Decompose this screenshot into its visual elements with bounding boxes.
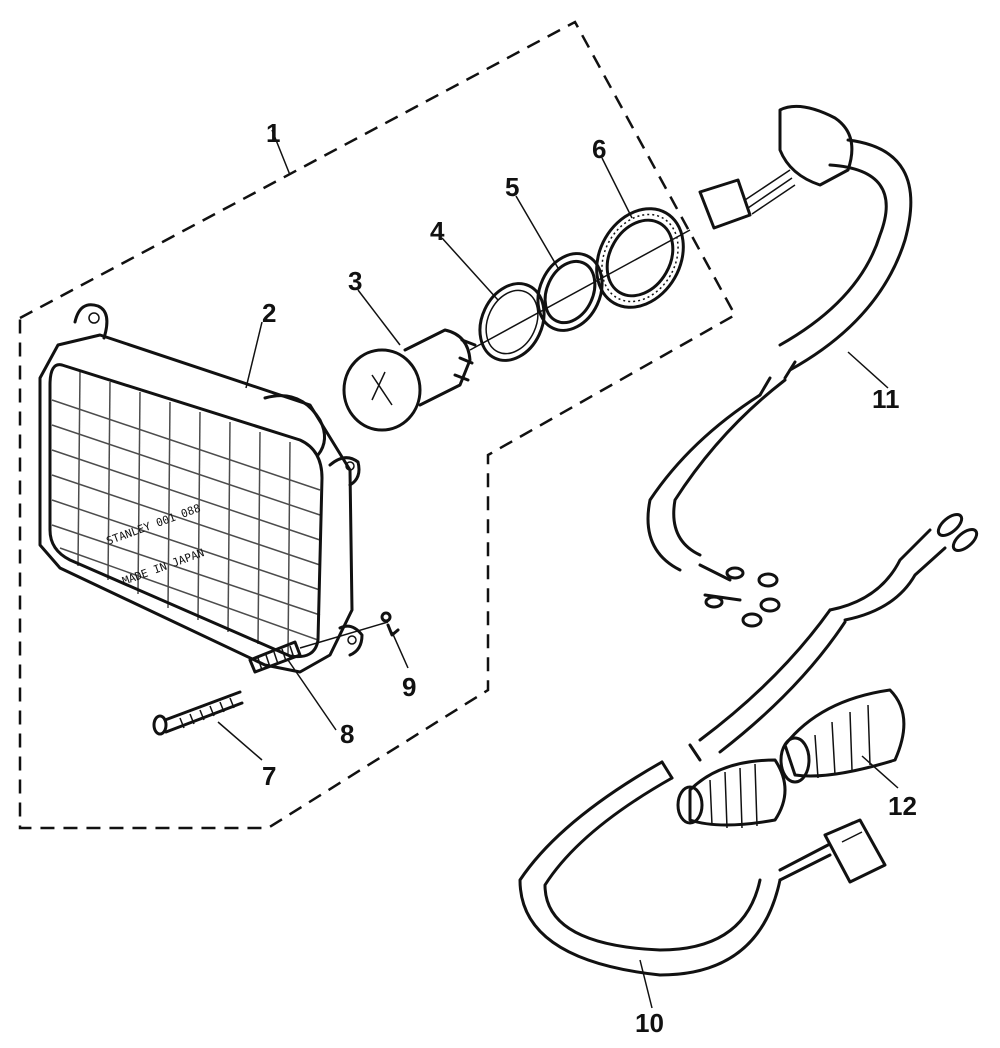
callout-7: 7 — [262, 761, 276, 791]
bulb — [342, 328, 477, 432]
callout-8: 8 — [340, 719, 354, 749]
assembly-boundary-dashed — [18, 20, 737, 830]
callout-11: 11 — [872, 384, 900, 414]
callout-4: 4 — [430, 216, 445, 246]
wire-harness — [518, 104, 979, 977]
ring-5 — [536, 252, 604, 332]
alignment-axis — [469, 229, 691, 351]
rubber-cover-left — [676, 758, 787, 829]
callout-10: 10 — [635, 1008, 664, 1038]
retaining-ring-6 — [595, 207, 685, 309]
ring-4 — [478, 282, 546, 362]
callout-1: 1 — [266, 118, 280, 148]
callout-2: 2 — [262, 298, 276, 328]
headlight-unit: STANLEY 001 088 MADE IN JAPAN — [38, 303, 364, 674]
leader-lines — [217, 129, 899, 1009]
callout-5: 5 — [505, 172, 519, 202]
rubber-cover-right — [779, 688, 906, 784]
nut — [380, 611, 400, 637]
adjusting-screw — [152, 690, 244, 736]
spring — [248, 640, 302, 674]
callout-9: 9 — [402, 672, 416, 702]
callout-6: 6 — [592, 134, 606, 164]
screw-axis — [299, 621, 389, 649]
callout-12: 12 — [888, 791, 917, 821]
callout-3: 3 — [348, 266, 362, 296]
